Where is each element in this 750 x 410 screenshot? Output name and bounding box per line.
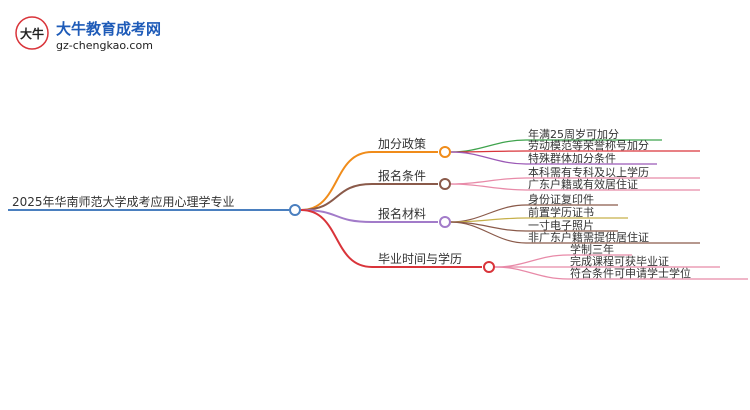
root-node[interactable]: [289, 204, 301, 216]
leaf-connector: [450, 183, 527, 191]
site-logo[interactable]: 大牛 大牛教育成考网 gz-chengkao.com: [15, 16, 161, 52]
leaf-label: 学制三年: [570, 242, 614, 256]
branch-node[interactable]: [439, 178, 451, 190]
leaf-label: 劳动模范等荣誉称号加分: [528, 138, 649, 152]
leaf-label: 年满25周岁可加分: [528, 127, 619, 141]
branch-connector: [300, 151, 373, 211]
branch-node[interactable]: [439, 216, 451, 228]
leaf-connector: [450, 177, 527, 185]
branch-node[interactable]: [483, 261, 495, 273]
leaf-label: 本科需有专科及以上学历: [528, 165, 649, 179]
leaf-label: 完成课程可获毕业证: [570, 254, 669, 268]
branch-node[interactable]: [439, 146, 451, 158]
leaf-connector: [450, 221, 527, 244]
logo-url: gz-chengkao.com: [56, 39, 153, 52]
branch-label: 加分政策: [378, 137, 426, 151]
logo-mark-icon: [15, 16, 49, 50]
leaf-connector: [450, 217, 527, 223]
branch-label: 报名材料: [378, 206, 426, 221]
leaf-connector: [494, 254, 569, 268]
branch-label: 报名条件: [378, 168, 426, 183]
branch-connector: [300, 209, 373, 268]
leaf-label: 前置学历证书: [528, 205, 594, 219]
leaf-label: 一寸电子照片: [528, 218, 594, 232]
leaf-label: 符合条件可申请学士学位: [570, 266, 691, 280]
branch-connector: [300, 183, 373, 211]
leaf-label: 特殊群体加分条件: [528, 151, 616, 165]
leaf-connector: [450, 139, 527, 153]
logo-mark-text: 大牛: [20, 26, 44, 41]
leaf-label: 非广东户籍需提供居住证: [528, 230, 649, 244]
logo-title: 大牛教育成考网: [56, 20, 161, 38]
leaf-connector: [450, 151, 527, 165]
leaf-label: 身份证复印件: [528, 192, 594, 206]
leaf-connector: [494, 266, 569, 280]
leaf-label: 广东户籍或有效居住证: [528, 177, 638, 191]
root-topic-label: 2025年华南师范大学成考应用心理学专业: [12, 194, 235, 209]
branch-label: 毕业时间与学历: [378, 251, 462, 266]
branch-connector: [300, 209, 373, 223]
